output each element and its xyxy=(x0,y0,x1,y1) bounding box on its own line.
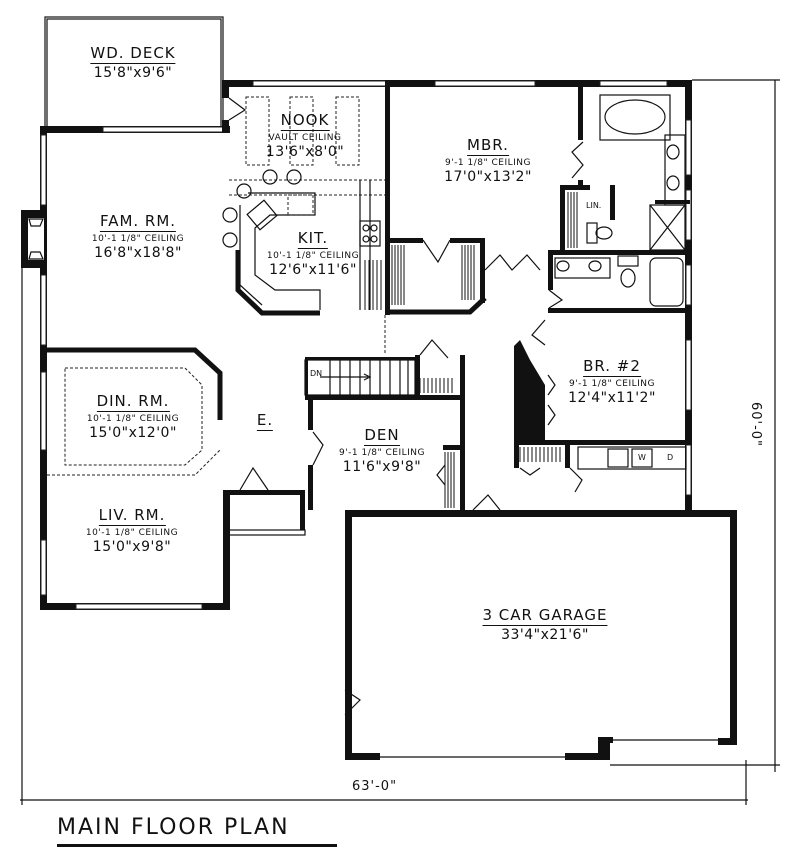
fireplace xyxy=(21,210,47,268)
stair-down-label: DN xyxy=(310,369,323,378)
room-label-liv: LIV. RM. 10'-1 1/8" CEILING 15'0"x9'8" xyxy=(85,506,179,555)
room-label-br2: BR. #2 9'-1 1/8" CEILING 12'4"x11'2" xyxy=(568,357,656,406)
room-name: WD. DECK xyxy=(90,44,176,64)
overall-depth-dimension: 60'-0" xyxy=(748,401,764,448)
room-label-fam: FAM. RM. 10'-1 1/8" CEILING 16'8"x18'8" xyxy=(91,212,185,261)
title-underline xyxy=(57,844,337,847)
bath-fixtures xyxy=(554,94,686,307)
room-size: 12'6"x11'6" xyxy=(269,262,357,278)
room-ceiling: VAULT CEILING xyxy=(268,133,342,143)
room-name: DEN xyxy=(364,426,400,446)
room-label-mbr: MBR. 9'-1 1/8" CEILING 17'0"x13'2" xyxy=(444,136,532,185)
plan-title: MAIN FLOOR PLAN xyxy=(57,815,290,840)
room-size: 15'8"x9'6" xyxy=(93,65,173,81)
room-label-garage: 3 CAR GARAGE 33'4"x21'6" xyxy=(482,606,608,643)
room-ceiling: 10'-1 1/8" CEILING xyxy=(91,234,185,244)
room-ceiling: 10'-1 1/8" CEILING xyxy=(266,251,360,261)
room-name: MBR. xyxy=(467,136,509,156)
room-name: DIN. RM. xyxy=(96,392,170,412)
room-ceiling: 9'-1 1/8" CEILING xyxy=(444,158,532,168)
overall-width-dimension: 63'-0" xyxy=(352,779,398,794)
dining-ceiling-outline xyxy=(47,367,221,476)
room-size: 15'0"x12'0" xyxy=(89,425,177,441)
entry-name: E. xyxy=(256,411,274,431)
room-size: 16'8"x18'8" xyxy=(94,245,182,261)
room-size: 15'0"x9'8" xyxy=(92,539,172,555)
room-name: BR. #2 xyxy=(583,357,641,377)
room-name: NOOK xyxy=(280,111,330,131)
room-size: 17'0"x13'2" xyxy=(444,169,532,185)
room-ceiling: 10'-1 1/8" CEILING xyxy=(85,528,179,538)
windows xyxy=(40,80,692,610)
room-name: FAM. RM. xyxy=(99,212,177,232)
stairs xyxy=(304,359,416,396)
room-label-den: DEN 9'-1 1/8" CEILING 11'6"x9'8" xyxy=(338,426,426,475)
dryer-label: D xyxy=(667,453,674,462)
room-ceiling: 9'-1 1/8" CEILING xyxy=(338,448,426,458)
door-swings xyxy=(228,97,584,716)
nook-vault-outlines xyxy=(229,96,386,355)
entry-label: E. xyxy=(256,411,274,431)
room-ceiling: 10'-1 1/8" CEILING xyxy=(86,414,180,424)
room-size: 13'6"x8'0" xyxy=(265,144,345,160)
laundry-fixtures xyxy=(577,446,687,470)
room-name: 3 CAR GARAGE xyxy=(482,606,608,626)
washer-label: W xyxy=(638,453,646,462)
room-label-din: DIN. RM. 10'-1 1/8" CEILING 15'0"x12'0" xyxy=(86,392,180,441)
room-name: LIV. RM. xyxy=(98,506,166,526)
interior-walls xyxy=(47,80,690,536)
kitchen-counters xyxy=(222,169,381,310)
room-size: 11'6"x9'8" xyxy=(342,459,422,475)
dimension-lines xyxy=(20,79,780,805)
room-label-kit: KIT. 10'-1 1/8" CEILING 12'6"x11'6" xyxy=(266,229,360,278)
room-size: 33'4"x21'6" xyxy=(501,627,589,643)
room-label-deck: WD. DECK 15'8"x9'6" xyxy=(90,44,176,81)
linen-label: LIN. xyxy=(586,201,602,210)
room-ceiling: 9'-1 1/8" CEILING xyxy=(568,379,656,389)
room-size: 12'4"x11'2" xyxy=(568,390,656,406)
closet-hatching xyxy=(364,192,578,508)
room-label-nook: NOOK VAULT CEILING 13'6"x8'0" xyxy=(265,111,345,160)
room-name: KIT. xyxy=(297,229,329,249)
